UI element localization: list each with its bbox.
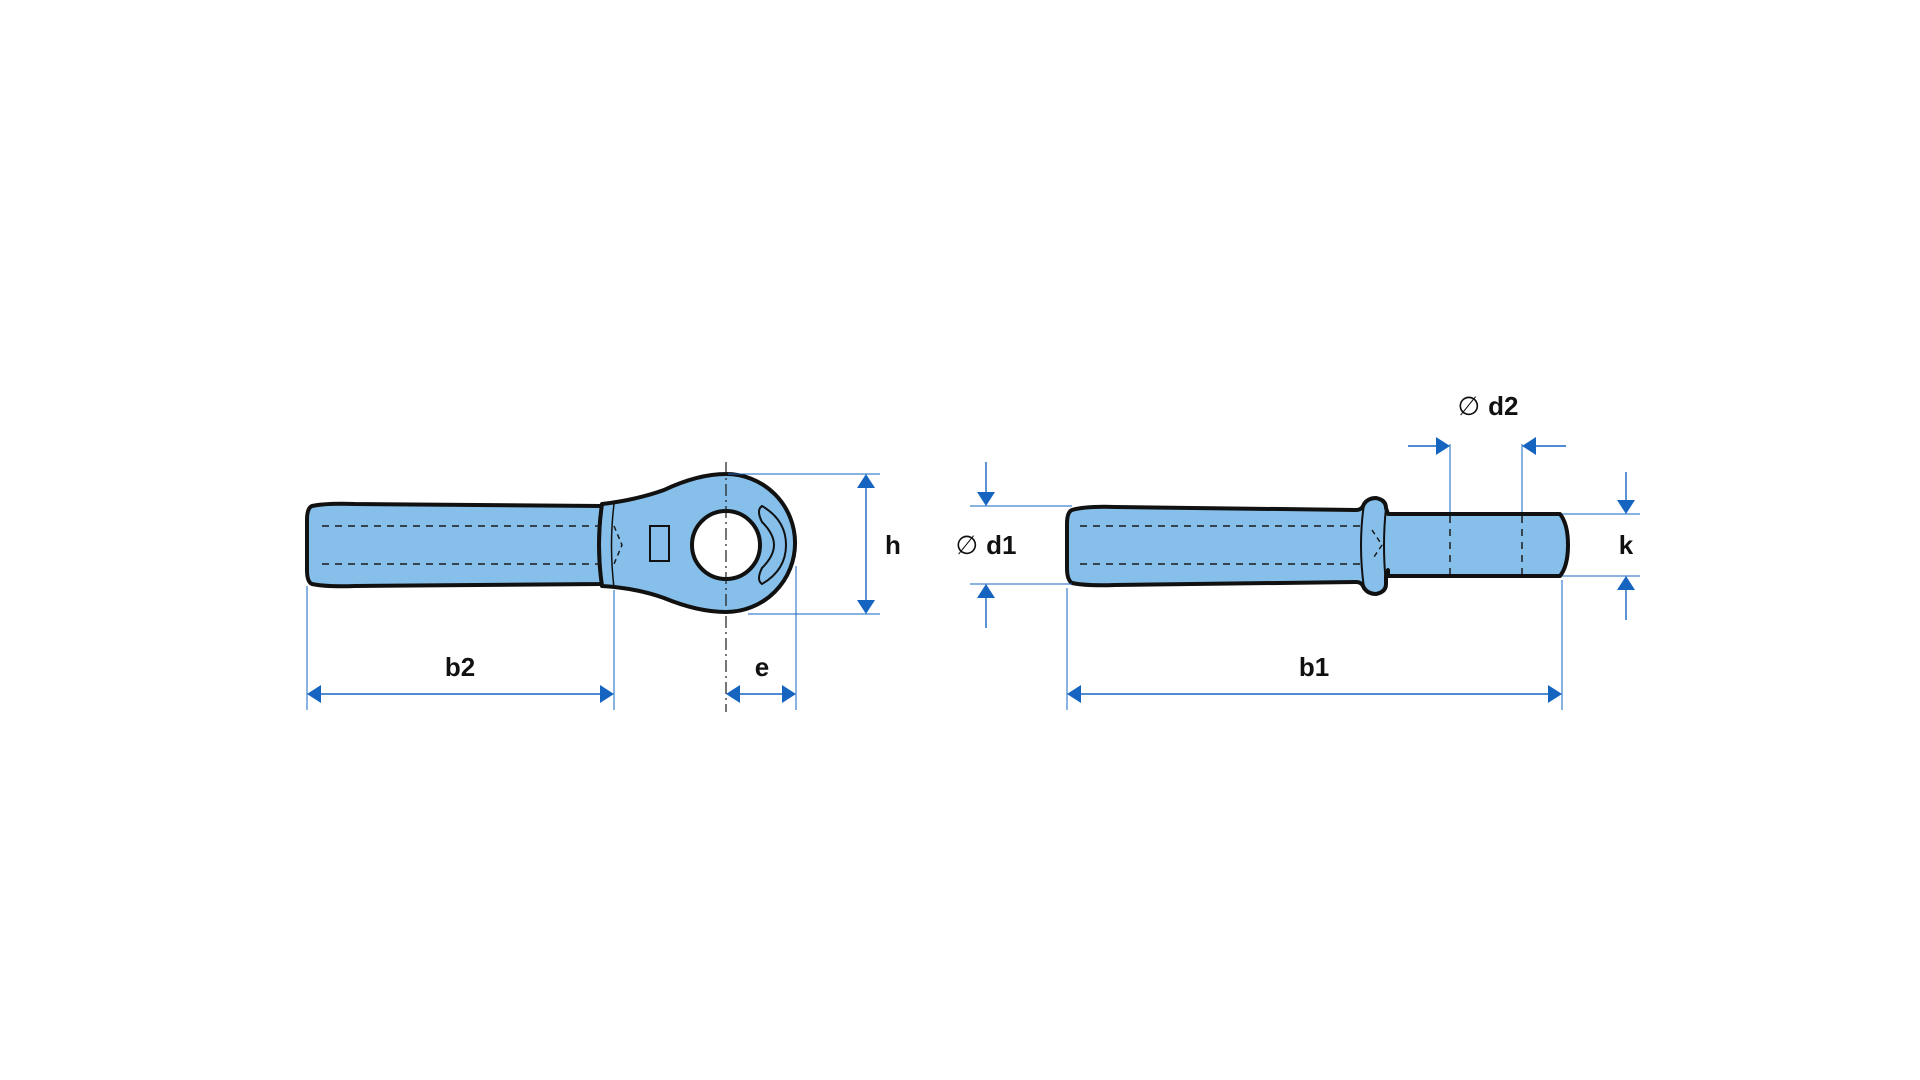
label-e: e: [755, 652, 769, 682]
diameter-symbol-d2: ∅: [1458, 391, 1481, 421]
stamp-marking: [649, 525, 670, 562]
label-b2: b2: [445, 652, 475, 682]
dimension-b2: b2: [306, 586, 615, 710]
dimension-d2: ∅d2: [1408, 391, 1566, 512]
dimension-d1: ∅d1: [956, 462, 1072, 628]
label-k: k: [1619, 530, 1634, 560]
label-h: h: [885, 530, 901, 560]
dimension-h: h: [728, 473, 901, 615]
dimension-e: e: [726, 566, 797, 710]
diameter-symbol-d1: ∅: [956, 530, 979, 560]
label-d2: ∅d2: [1458, 391, 1519, 421]
side-view-body: [1065, 496, 1570, 596]
eye-terminal-shank: [305, 501, 604, 589]
label-d1: ∅d1: [956, 530, 1017, 560]
dimension-b1: b1: [1066, 580, 1563, 710]
label-b1: b1: [1299, 652, 1329, 682]
dimension-k: k: [1562, 472, 1640, 620]
eye-terminal-side-view: [1065, 496, 1570, 596]
eye-terminal-top-view: [305, 462, 797, 712]
